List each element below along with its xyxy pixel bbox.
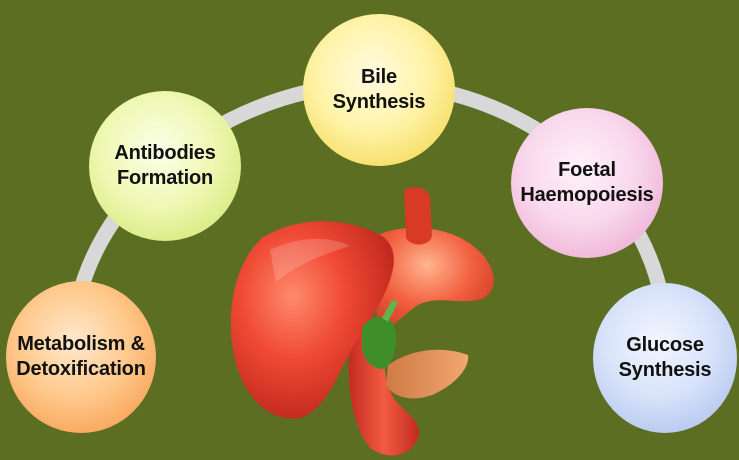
node-bile-synthesis: Bile Synthesis [303, 14, 455, 166]
node-glucose-synthesis: Glucose Synthesis [593, 283, 737, 433]
node-label-foetal: Foetal Haemopoiesis [520, 158, 653, 208]
pancreas-shape [386, 350, 468, 399]
node-foetal-haemopoiesis: Foetal Haemopoiesis [511, 108, 663, 258]
node-label-metabolism: Metabolism & Detoxification [16, 332, 145, 382]
node-label-bile: Bile Synthesis [333, 65, 426, 115]
liver-illustration [231, 187, 494, 455]
node-label-glucose: Glucose Synthesis [619, 333, 712, 383]
node-metabolism-detoxification: Metabolism & Detoxification [6, 281, 156, 433]
node-label-antibodies: Antibodies Formation [114, 141, 215, 191]
node-antibodies-formation: Antibodies Formation [89, 91, 241, 241]
liver-right-lobe [372, 228, 494, 335]
portal-vessel [404, 187, 432, 244]
